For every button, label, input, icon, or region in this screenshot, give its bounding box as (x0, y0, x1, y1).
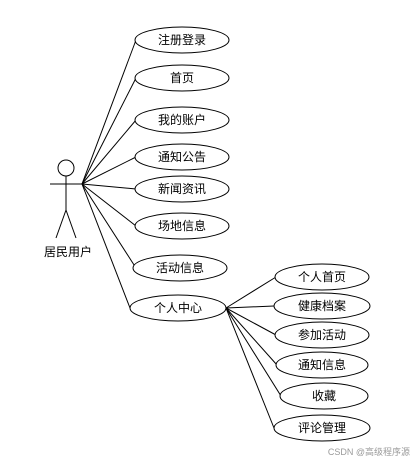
use-case-health-records[interactable]: 健康档案 (273, 292, 371, 320)
actor-left-leg (55, 209, 67, 239)
use-case-label: 活动信息 (156, 260, 204, 275)
personal-center-association-lines (225, 276, 282, 429)
use-case-ellipse (273, 292, 371, 320)
association-line (225, 307, 278, 366)
main-use-case-list: 注册登录 首页 我的账户 通知公告 新闻资讯 场地信息 活动信息 个人中心 (129, 26, 230, 322)
use-case-ellipse (134, 212, 230, 240)
use-case-ellipse (279, 382, 369, 410)
use-case-label: 健康档案 (298, 298, 346, 313)
use-case-ellipse (275, 351, 369, 379)
actor-figure: 居民用户 (44, 159, 92, 259)
actor-right-leg (65, 209, 77, 239)
use-case-label: 个人中心 (154, 300, 202, 315)
association-line (225, 307, 277, 336)
use-case-home[interactable]: 首页 (134, 64, 230, 92)
use-case-label: 参加活动 (298, 327, 346, 342)
use-case-label: 收藏 (312, 389, 336, 403)
use-case-venue-info[interactable]: 场地信息 (134, 212, 230, 240)
use-case-ellipse (273, 414, 371, 442)
use-case-ellipse (129, 294, 227, 322)
use-case-activity-info[interactable]: 活动信息 (132, 254, 228, 282)
association-line (81, 183, 137, 190)
use-case-label: 通知信息 (298, 357, 346, 372)
use-case-ellipse (274, 321, 370, 349)
use-case-join-activity[interactable]: 参加活动 (274, 321, 370, 349)
actor-head (57, 159, 75, 177)
watermark-text: CSDN @高级程序源 (328, 446, 410, 457)
association-line (81, 183, 131, 309)
association-line (81, 183, 137, 227)
association-line (225, 307, 275, 429)
association-line (81, 39, 137, 185)
use-case-label: 新闻资讯 (158, 181, 206, 196)
use-case-label: 通知公告 (158, 150, 206, 164)
use-case-personal-home[interactable]: 个人首页 (274, 263, 370, 291)
association-line (81, 183, 137, 269)
use-case-ellipse (134, 175, 230, 203)
association-line (225, 305, 275, 309)
use-case-news[interactable]: 新闻资讯 (134, 175, 230, 203)
use-case-label: 我的账户 (158, 112, 206, 127)
use-case-notice-info[interactable]: 通知信息 (275, 351, 369, 379)
association-line (81, 119, 137, 185)
use-case-register-login[interactable]: 注册登录 (134, 26, 230, 54)
use-case-ellipse (132, 254, 228, 282)
actor-association-lines (81, 39, 137, 309)
use-case-ellipse (274, 263, 370, 291)
use-case-ellipse (134, 64, 230, 92)
association-line (81, 77, 137, 185)
use-case-comment-manage[interactable]: 评论管理 (273, 414, 371, 442)
use-case-label: 首页 (170, 71, 194, 85)
sub-use-case-list: 个人首页 健康档案 参加活动 通知信息 收藏 评论管理 (273, 263, 371, 442)
use-case-notice[interactable]: 通知公告 (134, 143, 230, 171)
use-case-label: 场地信息 (158, 218, 206, 233)
use-case-ellipse (134, 143, 230, 171)
use-case-label: 注册登录 (158, 32, 206, 47)
use-case-label: 个人首页 (298, 270, 346, 284)
use-case-favorites[interactable]: 收藏 (279, 382, 369, 410)
use-case-personal-center[interactable]: 个人中心 (129, 294, 227, 322)
use-case-my-account[interactable]: 我的账户 (134, 106, 230, 134)
association-line (225, 276, 277, 309)
actor-label: 居民用户 (44, 244, 92, 259)
association-line (225, 307, 282, 397)
use-case-label: 评论管理 (298, 420, 346, 435)
use-case-ellipse (134, 26, 230, 54)
use-case-ellipse (134, 106, 230, 134)
association-line (81, 156, 137, 185)
